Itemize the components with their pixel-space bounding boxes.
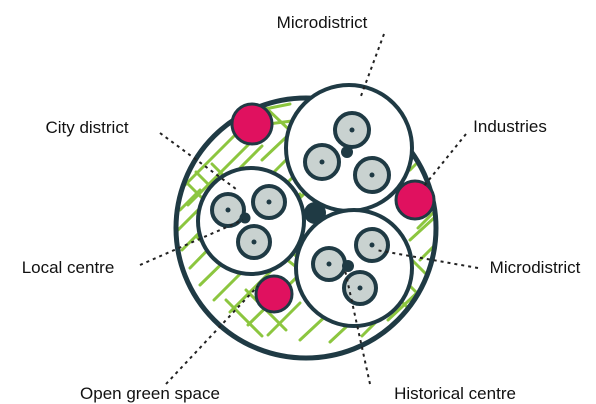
- local-centre-dot: [341, 146, 353, 158]
- leader-microdistrict-top: [361, 34, 384, 96]
- label-open-green-space: Open green space: [80, 384, 220, 403]
- district-top: [286, 85, 412, 211]
- industry-blob: [232, 104, 272, 144]
- label-historical-centre: Historical centre: [394, 384, 516, 403]
- label-microdistrict-right: Microdistrict: [490, 258, 581, 277]
- label-industries: Industries: [473, 117, 547, 136]
- label-microdistrict-top: Microdistrict: [277, 13, 368, 32]
- leader-industries: [424, 134, 466, 186]
- local-centre-dot: [240, 213, 251, 224]
- label-local-centre: Local centre: [22, 258, 115, 277]
- label-city-district: City district: [45, 118, 128, 137]
- industry-blob: [396, 181, 434, 219]
- industry-blob: [256, 276, 292, 312]
- district-left: [198, 168, 304, 274]
- local-centre-dot: [342, 260, 354, 272]
- historical-centre-dot: [304, 202, 326, 224]
